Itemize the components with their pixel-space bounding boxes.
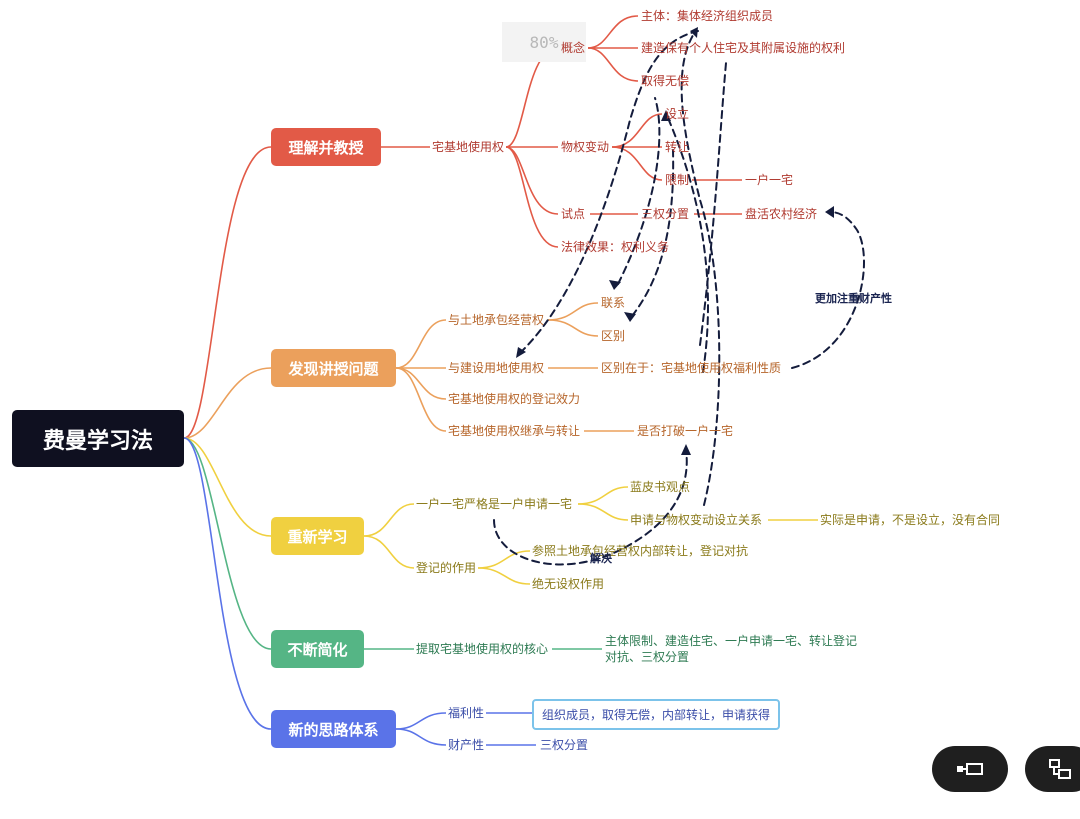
- node-welfare-detail-selected[interactable]: 组织成员，取得无偿，内部转让，申请获得: [532, 699, 780, 730]
- collapse-node-icon: [957, 763, 983, 775]
- node-extract-core[interactable]: 提取宅基地使用权的核心: [416, 642, 549, 656]
- node-property-change[interactable]: 物权变动: [561, 140, 610, 154]
- node-break-rule[interactable]: 是否打破一户一宅: [637, 424, 734, 438]
- node-difference[interactable]: 区别: [601, 329, 626, 343]
- node-core-line1[interactable]: 主体限制、建造住宅、一户申请一宅、转让登记: [605, 634, 858, 648]
- node-restriction[interactable]: 限制: [665, 173, 690, 187]
- node-pilot[interactable]: 试点: [561, 207, 586, 221]
- node-application-relation[interactable]: 申请与物权变动设立关系: [630, 513, 763, 527]
- node-concept-right[interactable]: 建造保有个人住宅及其附属设施的权利: [641, 41, 846, 55]
- node-connection[interactable]: 联系: [601, 296, 626, 310]
- node-welfare-difference[interactable]: 区别在于：宅基地使用权福利性质: [601, 361, 782, 375]
- node-construction-land[interactable]: 与建设用地使用权: [448, 361, 545, 375]
- main-node-system[interactable]: 新的思路体系: [271, 710, 396, 748]
- structure-layout-icon: [1049, 759, 1071, 779]
- topic-homestead-right[interactable]: 宅基地使用权: [432, 140, 505, 154]
- node-registration-effect[interactable]: 宅基地使用权的登记效力: [448, 392, 581, 406]
- node-no-creation-effect[interactable]: 绝无设权作用: [532, 577, 605, 591]
- main-node-relearn[interactable]: 重新学习: [271, 517, 364, 555]
- node-welfare[interactable]: 福利性: [448, 706, 485, 720]
- annotation-solve: 解决: [590, 552, 612, 565]
- node-property[interactable]: 财产性: [448, 738, 485, 752]
- node-concept-free[interactable]: 取得无偿: [641, 74, 690, 88]
- node-actually-application[interactable]: 实际是申请，不是设立，没有合同: [820, 513, 1001, 527]
- collapse-node-button[interactable]: [932, 746, 1008, 792]
- node-transfer[interactable]: 转让: [665, 140, 690, 154]
- node-three-rights[interactable]: 三权分置: [641, 207, 690, 221]
- structure-layout-button[interactable]: [1025, 746, 1080, 792]
- node-core-line2[interactable]: 对抗、三权分置: [605, 650, 690, 664]
- node-land-contract[interactable]: 与土地承包经营权: [448, 313, 545, 327]
- node-legal-effect[interactable]: 法律效果：权利义务: [561, 240, 670, 254]
- node-revitalize-economy[interactable]: 盘活农村经济: [745, 207, 818, 221]
- zoom-level-indicator: 80%: [502, 22, 586, 62]
- annotation-property-emphasis: 更加注重财产性: [815, 292, 892, 305]
- node-three-rights-system[interactable]: 三权分置: [540, 738, 589, 752]
- node-inheritance-transfer[interactable]: 宅基地使用权继承与转让: [448, 424, 581, 438]
- main-node-discover[interactable]: 发现讲授问题: [271, 349, 396, 387]
- node-concept-subject[interactable]: 主体：集体经济组织成员: [641, 9, 774, 23]
- node-registration-role[interactable]: 登记的作用: [416, 561, 477, 575]
- node-reference-transfer[interactable]: 参照土地承包经营权内部转让，登记对抗: [532, 544, 749, 558]
- node-one-household-one-home[interactable]: 一户一宅: [745, 173, 794, 187]
- main-node-simplify[interactable]: 不断简化: [271, 630, 364, 668]
- node-strict-application[interactable]: 一户一宅严格是一户申请一宅: [416, 497, 573, 511]
- node-concept[interactable]: 概念: [561, 41, 586, 55]
- root-node[interactable]: 费曼学习法: [12, 410, 184, 467]
- node-establish[interactable]: 设立: [665, 107, 690, 121]
- node-bluebook[interactable]: 蓝皮书观点: [630, 480, 691, 494]
- main-node-understand[interactable]: 理解并教授: [271, 128, 381, 166]
